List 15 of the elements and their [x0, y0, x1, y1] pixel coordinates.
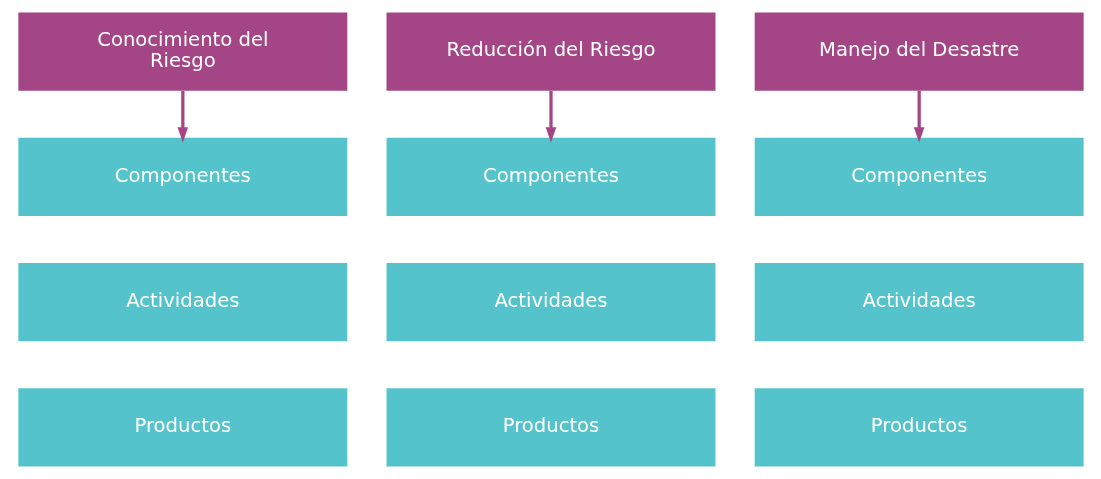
arrow: [913, 90, 925, 143]
arrow: [545, 90, 556, 143]
node-box: Componentes: [17, 137, 347, 217]
node-box: Productos: [754, 388, 1084, 467]
node-box: Conocimiento del Riesgo: [17, 12, 347, 91]
node-box: Actividades: [754, 262, 1084, 342]
node-box: Productos: [17, 388, 347, 467]
node-box: Componentes: [386, 137, 715, 217]
node-box: Productos: [386, 388, 715, 467]
node-box: Actividades: [386, 262, 715, 342]
node-box: Reducción del Riesgo: [386, 12, 715, 91]
node-box: Manejo del Desastre: [754, 12, 1084, 91]
node-box: Componentes: [754, 137, 1084, 217]
arrow: [176, 90, 188, 143]
node-box: Actividades: [17, 262, 347, 342]
